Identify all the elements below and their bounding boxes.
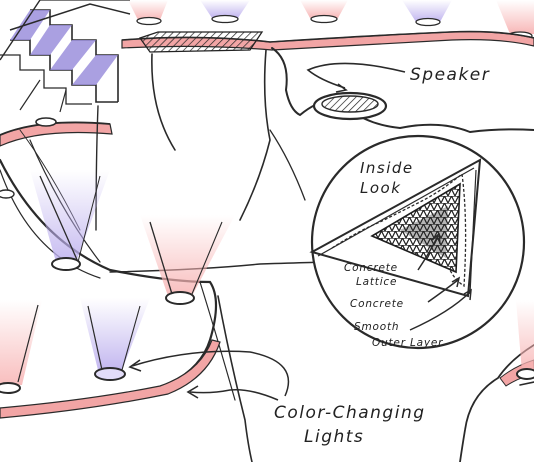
spotlight-icon [516,368,534,380]
arrowhead-icon [186,385,199,399]
smooth-leader-line [409,291,471,331]
spotlight-icon [211,14,239,24]
lights-leader-line-2 [189,388,279,401]
lights-label-line2: Lights [304,427,364,447]
spotlight-icon [0,382,21,394]
arrowhead-icon [451,276,461,288]
concrete-lattice-label-line1: Concrete [344,262,398,274]
smooth-outer-label-line1: Smooth [354,321,399,333]
staircase-icon [0,0,131,113]
floor-light-cones [0,117,534,394]
lights-label-line1: Color-Changing [274,403,426,423]
ceiling-glow-red-3 [496,0,534,34]
concrete-label: Concrete [350,298,404,310]
ceiling-glow-purple-1 [200,0,250,18]
speaker-leader-line [306,62,406,89]
spotlight-icon [94,367,126,381]
arrowhead-icon [463,288,472,301]
concrete-lattice-section [370,182,461,274]
ceiling-glow-red-1 [128,0,168,20]
spotlight-icon [310,14,338,24]
arrowhead-icon [335,83,348,93]
speaker-grille-icon [312,91,388,121]
speaker-label: Speaker [410,65,490,85]
glow-red-middle [140,215,235,296]
spotlight-icon [415,17,441,27]
glow-purple-left [30,170,110,262]
lights-leader-line-1 [131,350,290,397]
concrete-leader-line [427,279,459,303]
upper-floor-grate [138,31,264,53]
inside-look-label-line2: Look [360,179,401,197]
concrete-lattice-label-line2: Lattice [356,276,397,288]
left-balcony-edge [0,121,113,147]
glow-red-left-lower [0,300,42,385]
arrowhead-icon [431,232,441,245]
arrowhead-icon [128,359,142,372]
inside-look-label-line1: Inside [360,159,414,177]
ceiling-glow-purple-2 [402,0,452,22]
spotlight-icon [51,257,81,271]
smooth-outer-label-line2: Outer Layer [372,337,443,349]
glow-red-right [516,300,534,372]
ceiling-glow-red-2 [300,0,348,18]
lattice-leader-line [417,235,439,271]
spotlight-icon [0,189,15,199]
spotlight-icon [165,291,195,305]
lower-floor-edge [0,339,221,419]
inside-look-detail [309,134,526,350]
spotlight-icon [35,117,57,127]
spotlight-icon [136,16,162,26]
